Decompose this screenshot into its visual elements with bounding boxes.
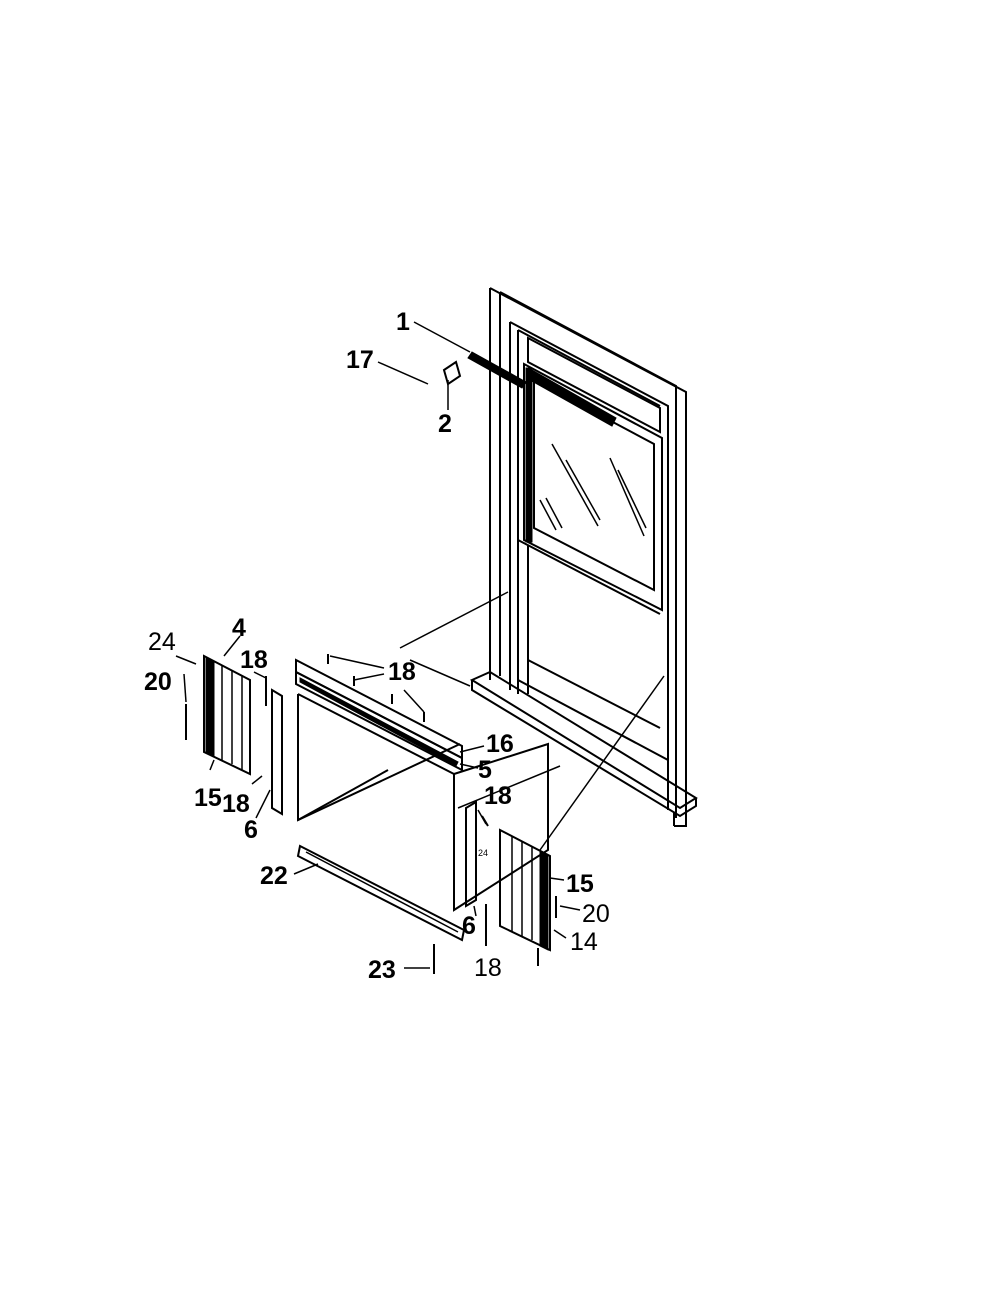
callout-17: 17	[346, 346, 374, 374]
right-side-curtain	[499, 828, 551, 952]
callout-15-left: 15	[194, 784, 222, 812]
callout-14: 14	[570, 928, 598, 956]
callout-6-right: 6	[462, 912, 476, 940]
callout-18-left-bracket: 18	[240, 646, 268, 674]
callout-5: 5	[478, 756, 492, 784]
callout-18-left-lower: 18	[222, 790, 250, 818]
callout-15-right: 15	[566, 870, 594, 898]
bottom-rail	[296, 844, 466, 942]
cabinet-sleeve	[297, 693, 549, 912]
callout-6-left: 6	[244, 816, 258, 844]
callout-20-left: 20	[144, 668, 172, 696]
callout-20-right: 20	[582, 900, 610, 928]
callout-18-right-lower: 18	[474, 954, 502, 982]
projection-lines	[399, 591, 665, 851]
callout-18-right-upper: 18	[484, 782, 512, 810]
callout-labels: 1 17 2 24 4 18 20 18 16 5 15 18 6 18 22 …	[144, 308, 610, 984]
top-rail	[295, 658, 463, 772]
callout-2: 2	[438, 410, 452, 438]
callout-16: 16	[486, 730, 514, 758]
callout-4: 4	[232, 614, 246, 642]
leader-lines	[175, 321, 581, 969]
left-bracket	[271, 688, 283, 816]
callout-22: 22	[260, 862, 288, 890]
callout-23: 23	[368, 956, 396, 984]
callout-24-left: 24	[148, 628, 176, 656]
window-frame	[467, 287, 698, 827]
right-bracket	[465, 800, 477, 908]
callout-24-right: 24	[478, 848, 488, 858]
left-side-curtain	[203, 654, 251, 776]
callout-1: 1	[396, 308, 410, 336]
callout-18-top-rail: 18	[388, 658, 416, 686]
